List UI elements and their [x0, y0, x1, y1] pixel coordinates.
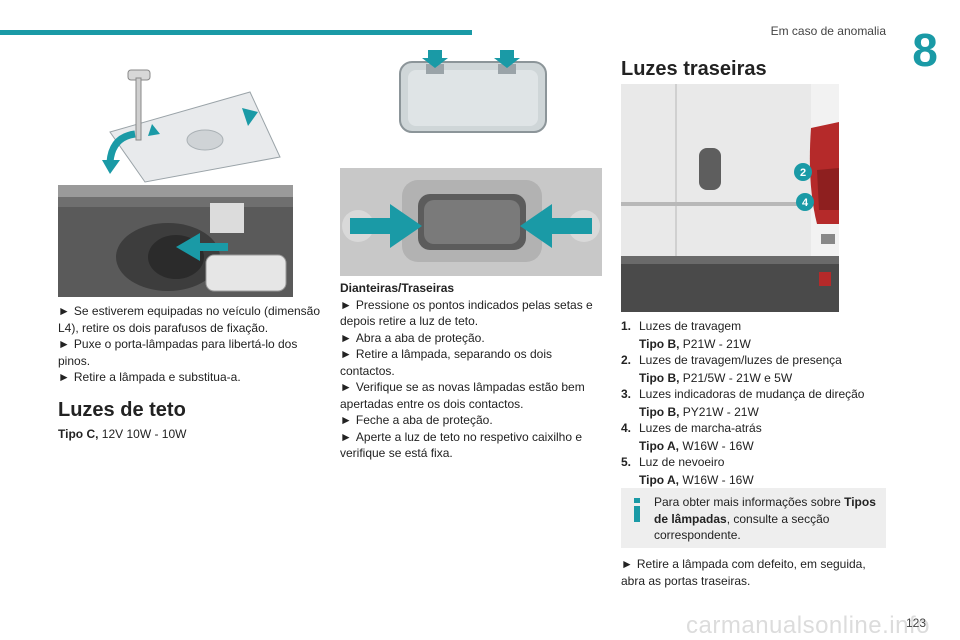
callout-2: 2 [794, 163, 812, 181]
info-box: Para obter mais informações sobre Tipos … [621, 488, 886, 548]
legend-item: 1.Luzes de travagem Tipo B, P21W - 21W [621, 319, 751, 351]
step: ►Se estiverem equipadas no veículo (dime… [58, 304, 321, 335]
middle-text-column: Dianteiras/Traseiras ►Pressione os ponto… [340, 280, 602, 462]
watermark: carmanualsonline.info [686, 612, 930, 639]
section-title: Em caso de anomalia [770, 24, 886, 38]
section-heading: Luzes traseiras [621, 58, 767, 80]
section-heading: Luzes de teto [58, 398, 186, 421]
ceiling-light-press-photo [340, 168, 602, 276]
info-icon [634, 498, 640, 522]
step: ►Retire a lâmpada, separando os dois con… [340, 347, 553, 378]
step: ►Verifique se as novas lâmpadas estão be… [340, 380, 585, 411]
step: ►Puxe o porta-lâmpadas para libertá-lo d… [58, 337, 298, 368]
final-step: ►Retire a lâmpada com defeito, em seguid… [621, 557, 866, 588]
page-number: 123 [905, 616, 926, 630]
svg-text:2: 2 [800, 167, 806, 179]
lights-legend: 1.Luzes de travagem Tipo B, P21W - 21W 2… [621, 318, 886, 488]
step: ►Feche a aba de proteção. [340, 413, 493, 427]
step: ►Abra a aba de proteção. [340, 330, 485, 345]
van-rear-lights-illustration: 1 2 3 4 5 [621, 84, 839, 312]
step: ►Pressione os pontos indicados pelas set… [340, 297, 593, 329]
bulb-spec: Tipo C, 12V 10W - 10W [58, 427, 187, 441]
legend-item: 4.Luzes de marcha-atrás Tipo A, W16W - 1… [621, 421, 762, 453]
callout-4: 4 [796, 193, 814, 211]
legend-item: 5.Luz de nevoeiro Tipo A, W16W - 16W [621, 455, 754, 487]
svg-text:4: 4 [802, 197, 809, 209]
lamp-holder-photo [58, 185, 293, 297]
ceiling-light-lens-illustration [399, 50, 547, 133]
info-text: Para obter mais informações sobre Tipos … [654, 495, 876, 542]
left-text-column: ►Se estiverem equipadas no veículo (dime… [58, 303, 324, 443]
step: ►Aperte a luz de teto no respetivo caixi… [340, 429, 583, 461]
legend-item: 3.Luzes indicadoras de mudança de direçã… [621, 387, 865, 419]
subtitle: Dianteiras/Traseiras [340, 281, 455, 295]
step: ►Retire a lâmpada e substitua-a. [58, 370, 241, 384]
header-accent-bar [0, 30, 472, 35]
chapter-number: 8 [890, 0, 960, 100]
legend-item: 2.Luzes de travagem/luzes de presença Ti… [621, 353, 842, 385]
ceiling-light-screw-illustration [102, 69, 281, 183]
